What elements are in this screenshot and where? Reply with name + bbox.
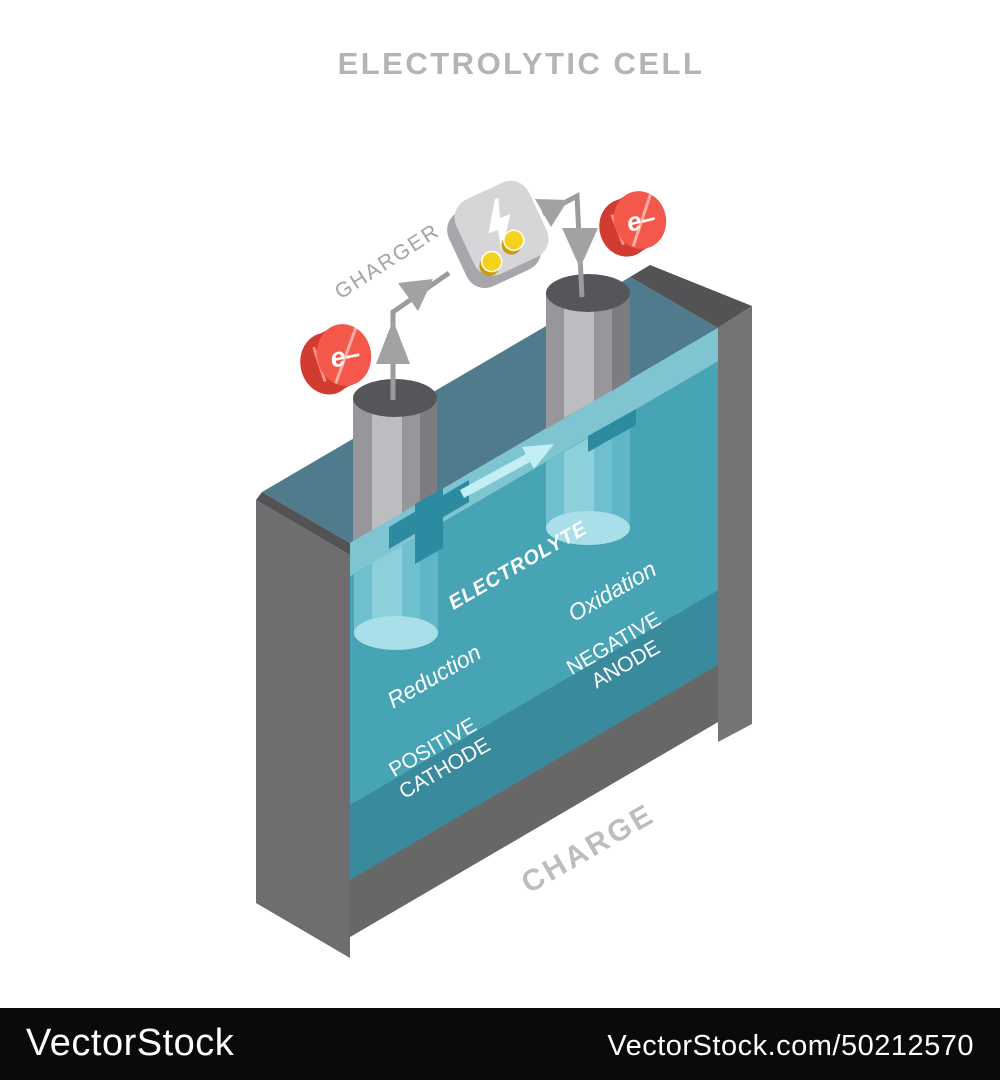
electron-coin-right: e– bbox=[599, 190, 667, 257]
ion-flow-arrow bbox=[460, 444, 554, 498]
watermark-credit: VectorStock.com/50212570 bbox=[607, 1030, 974, 1062]
tank-left-wall bbox=[256, 500, 350, 958]
right-electrode-shade bbox=[612, 293, 630, 391]
tank-base bbox=[350, 665, 718, 937]
electron-coin-left: e– bbox=[300, 324, 372, 395]
flow-arrow-head-icon bbox=[522, 444, 554, 469]
contact-2-face bbox=[503, 229, 525, 251]
charger bbox=[447, 180, 549, 289]
charger-contact-1 bbox=[479, 250, 503, 276]
flow-arrow-shaft bbox=[460, 454, 530, 498]
right-electrode-submerged-highlight bbox=[564, 435, 594, 528]
left-electrode-shade bbox=[420, 398, 437, 502]
electron-right-face bbox=[613, 191, 667, 249]
plus-sign-vertical bbox=[415, 488, 443, 564]
right-electrode-highlight bbox=[564, 293, 594, 418]
lightning-bolt-icon bbox=[488, 197, 511, 252]
tank-right-wall-rim bbox=[630, 265, 752, 328]
contact-1-face bbox=[480, 250, 503, 273]
arrow-upright-left-icon bbox=[398, 279, 433, 311]
electron-left-label: e– bbox=[327, 338, 363, 374]
right-electrode-submerged-shade bbox=[612, 413, 630, 528]
electron-left-sheen bbox=[334, 324, 359, 384]
electron-left-face bbox=[316, 324, 372, 386]
watermark-brand: VectorStock bbox=[26, 1022, 235, 1064]
left-electrode bbox=[353, 379, 437, 541]
right-electrode bbox=[546, 274, 630, 429]
left-electrode-highlight bbox=[372, 398, 402, 530]
electron-right-label: e– bbox=[623, 202, 658, 238]
tank-inner-bottom bbox=[350, 590, 718, 880]
electron-right-sheen bbox=[631, 190, 653, 247]
left-electrode-bottom bbox=[354, 616, 438, 650]
current-arrows bbox=[376, 199, 598, 364]
left-wire bbox=[390, 270, 451, 400]
minus-sign bbox=[588, 409, 636, 452]
right-electrode-bottom bbox=[546, 511, 630, 545]
arrow-up-icon bbox=[376, 320, 410, 364]
polarity-signs bbox=[389, 409, 636, 564]
arrow-upright-right-icon bbox=[535, 199, 568, 227]
arrow-down-icon bbox=[562, 228, 598, 268]
watermark-bar: VectorStock VectorStock.com/50212570 bbox=[0, 1008, 1000, 1080]
tank-right-wall bbox=[718, 306, 752, 742]
charger-contact-2 bbox=[501, 229, 525, 255]
right-electrode-submerged bbox=[546, 413, 630, 545]
page-title: ELECTROLYTIC CELL bbox=[338, 46, 705, 81]
tank-left-wall-rim bbox=[256, 492, 350, 555]
left-electrode-submerged-highlight bbox=[372, 546, 402, 633]
right-electrode-top bbox=[546, 274, 630, 312]
